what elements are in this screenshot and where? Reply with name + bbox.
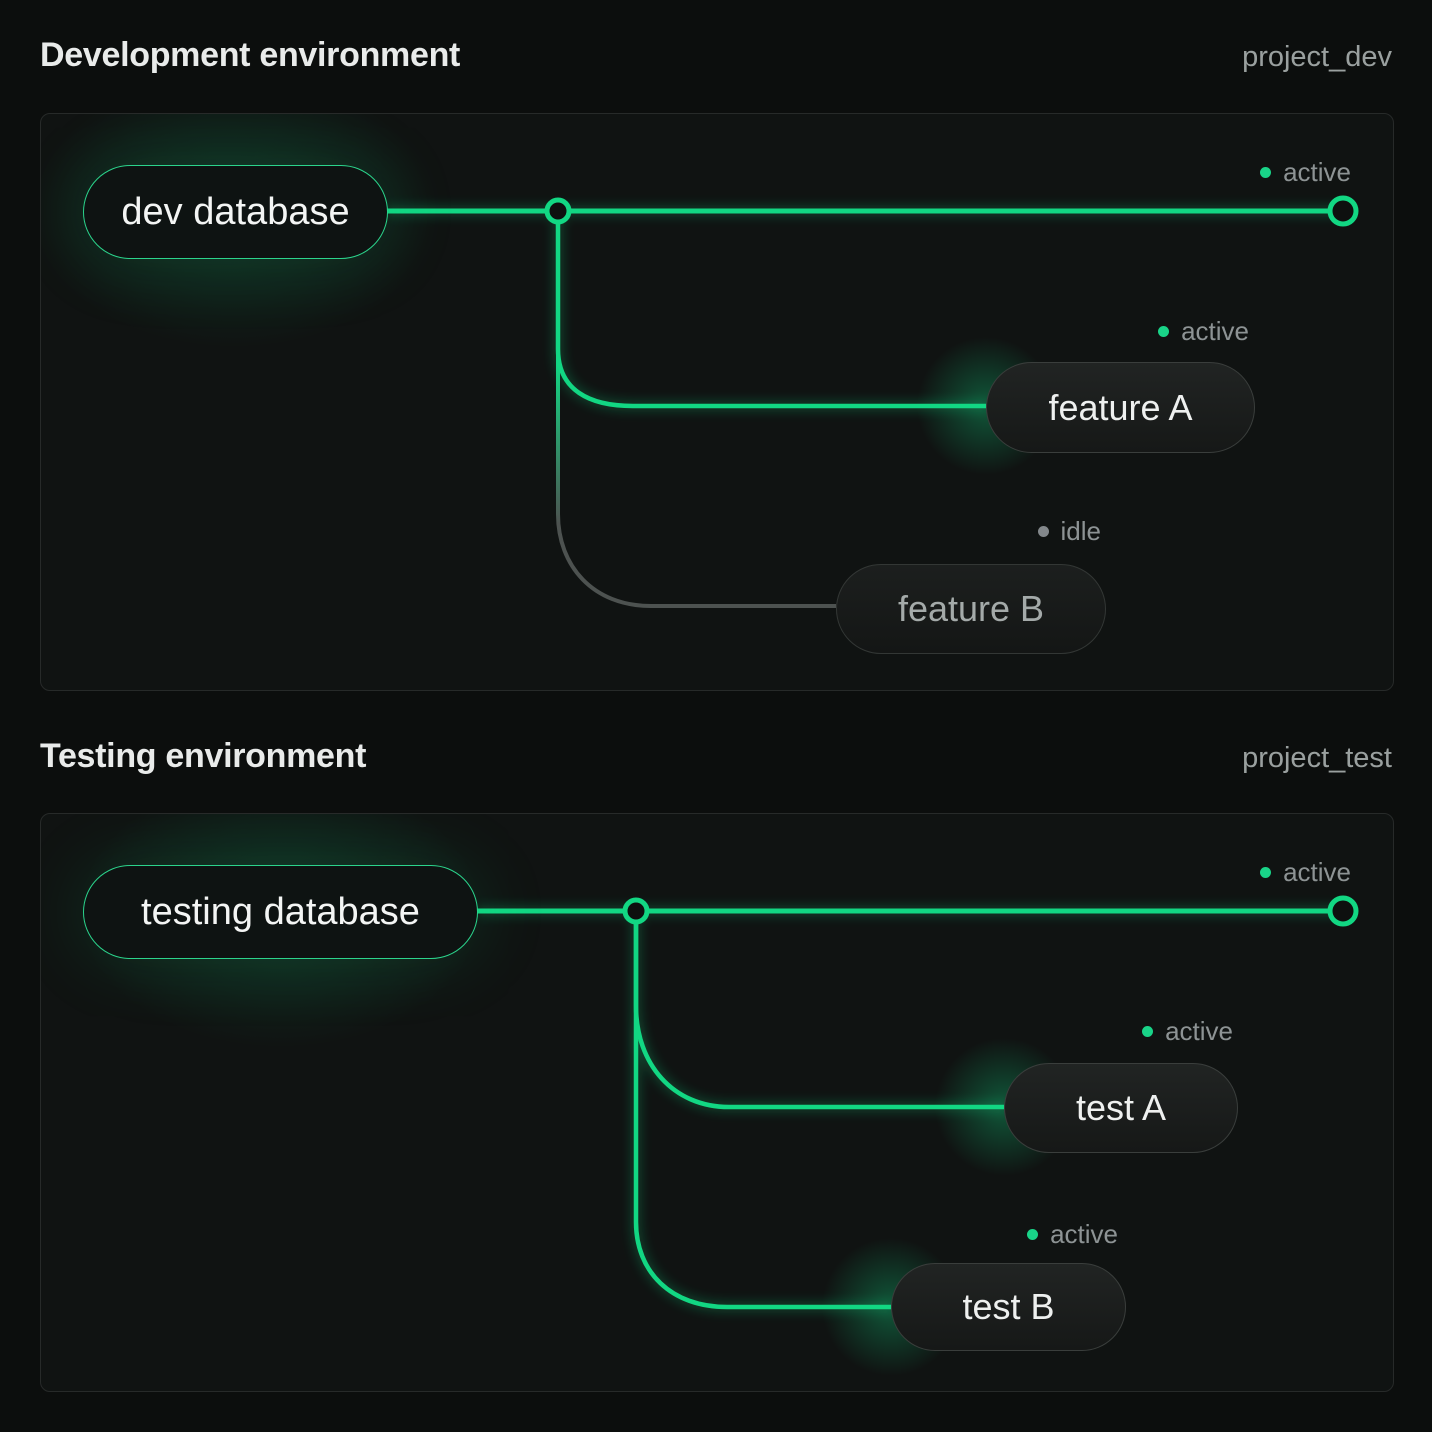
- status-badge: idle: [1038, 515, 1101, 547]
- test-a-branch-line: [636, 911, 1004, 1107]
- branch-node-label: feature A: [1048, 387, 1192, 429]
- database-node: testing database: [83, 865, 478, 959]
- branch-point-icon: [625, 900, 647, 922]
- branch-end-icon: [1330, 198, 1356, 224]
- status-dot: [1158, 326, 1169, 337]
- status-label: active: [1181, 316, 1249, 347]
- section-title: Development environment: [40, 36, 460, 75]
- project-label: project_dev: [1242, 41, 1392, 74]
- status-label: active: [1283, 157, 1351, 188]
- branch-node: feature B: [836, 564, 1106, 654]
- feature-a-branch-line: [558, 211, 986, 406]
- status-dot: [1027, 1229, 1038, 1240]
- section-title: Testing environment: [40, 737, 366, 776]
- status-dot: [1142, 1026, 1153, 1037]
- status-label: idle: [1061, 516, 1101, 547]
- database-node-label: testing database: [141, 891, 420, 934]
- dev-section-header: Development environment project_dev: [40, 36, 1392, 75]
- branch-end-icon: [1330, 898, 1356, 924]
- status-badge: active: [1260, 856, 1351, 888]
- branch-node: test A: [1004, 1063, 1238, 1153]
- branch-point-icon: [547, 200, 569, 222]
- status-label: active: [1165, 1016, 1233, 1047]
- status-label: active: [1283, 857, 1351, 888]
- status-dot: [1260, 167, 1271, 178]
- branch-node-label: test A: [1076, 1087, 1166, 1129]
- status-badge: active: [1027, 1218, 1118, 1250]
- status-badge: active: [1142, 1015, 1233, 1047]
- branch-node: test B: [891, 1263, 1126, 1351]
- project-label: project_test: [1242, 742, 1392, 775]
- status-dot: [1038, 526, 1049, 537]
- branch-node-label: test B: [962, 1286, 1054, 1328]
- status-badge: active: [1260, 156, 1351, 188]
- test-environment-panel: testing database active active test A ac…: [40, 813, 1394, 1392]
- branch-node-label: feature B: [898, 588, 1044, 630]
- status-badge: active: [1158, 315, 1249, 347]
- status-label: active: [1050, 1219, 1118, 1250]
- database-node: dev database: [83, 165, 388, 259]
- database-node-label: dev database: [121, 191, 349, 234]
- test-section-header: Testing environment project_test: [40, 737, 1392, 776]
- branch-node: feature A: [986, 362, 1255, 453]
- status-dot: [1260, 867, 1271, 878]
- dev-environment-panel: dev database active active feature A idl…: [40, 113, 1394, 691]
